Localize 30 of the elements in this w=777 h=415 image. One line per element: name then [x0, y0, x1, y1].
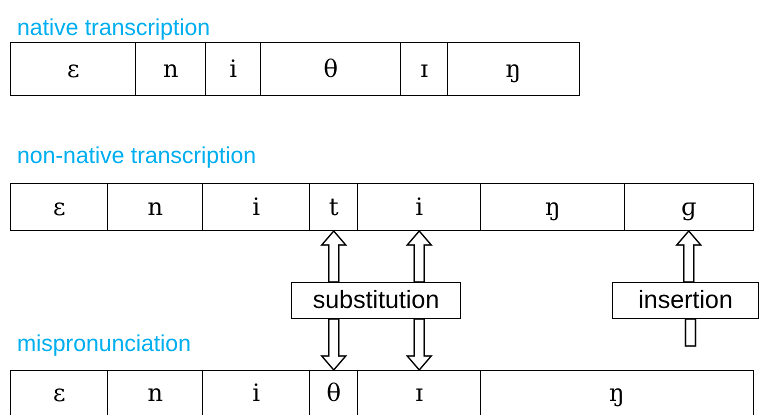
phoneme-cell: θ [309, 370, 358, 415]
phoneme-cell: ŋ [447, 42, 580, 96]
phoneme-cell: n [135, 42, 206, 96]
block-arrow-stem [684, 318, 696, 347]
phoneme-cell: ε [10, 183, 108, 231]
phoneme-cell: ɡ [624, 183, 754, 231]
phoneme-cell: i [357, 183, 482, 231]
phoneme-cell: ŋ [480, 183, 626, 231]
block-arrow [406, 318, 433, 372]
row-heading: non-native transcription [17, 142, 256, 169]
block-arrow [320, 230, 348, 283]
phoneme-cell: i [202, 183, 310, 231]
error-type-box: substitution [291, 282, 461, 319]
phoneme-cell: n [107, 370, 204, 415]
phoneme-cell: θ [260, 42, 402, 96]
phoneme-cell: ŋ [480, 370, 754, 415]
block-arrow [675, 230, 702, 283]
error-type-box: insertion [612, 282, 759, 319]
block-arrow [320, 318, 348, 372]
phoneme-cell: ɪ [400, 42, 448, 96]
phoneme-cell: ε [10, 42, 136, 96]
block-arrow [406, 230, 433, 283]
phoneme-cell: i [202, 370, 310, 415]
phoneme-cell: i [205, 42, 262, 96]
row-heading: native transcription [17, 14, 210, 41]
phoneme-cell: t [309, 183, 358, 231]
phoneme-cell: ɪ [357, 370, 482, 415]
phoneme-cell: n [107, 183, 204, 231]
phoneme-cell: ε [10, 370, 108, 415]
row-heading: mispronunciation [17, 330, 191, 357]
